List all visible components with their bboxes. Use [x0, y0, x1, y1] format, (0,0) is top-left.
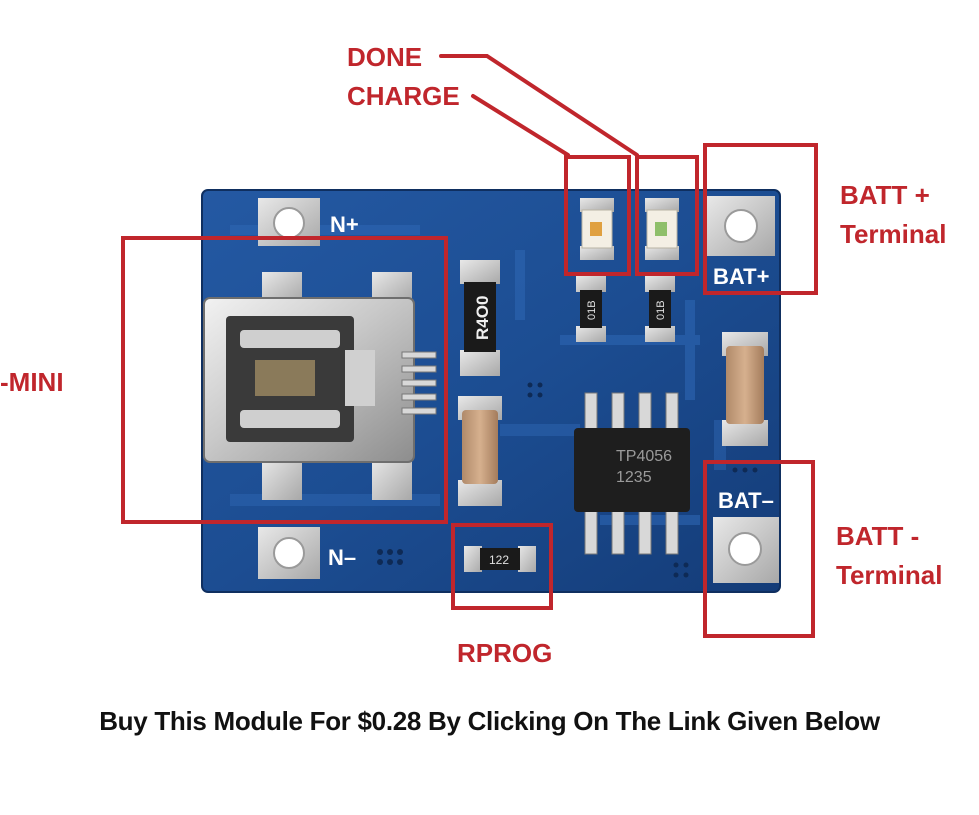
box-rprog: [451, 523, 553, 610]
label-mini: -MINI: [0, 367, 64, 397]
label-done: DONE: [347, 42, 423, 72]
led-charge: [645, 198, 679, 260]
led-done: [580, 198, 614, 260]
led-resistor-1-code: 01B: [586, 300, 598, 320]
silkscreen-bat-minus: BAT–: [718, 488, 774, 513]
label-batt-minus-line2: Terminal: [836, 560, 943, 590]
annotation-leaders: [439, 54, 639, 157]
rprog-code: 122: [489, 553, 509, 567]
resistor-code: R4O0: [473, 296, 492, 340]
input-capacitor: [458, 396, 502, 506]
rprog-resistor: 122: [464, 546, 536, 572]
box-mini-usb: [121, 236, 448, 524]
led-resistor-1: 01B: [576, 276, 606, 342]
label-charge: CHARGE: [347, 81, 460, 111]
label-batt-minus: BATT - Terminal: [836, 517, 942, 595]
chip-marking-model: TP4056: [616, 448, 672, 465]
via-dots: [377, 382, 758, 578]
current-sense-resistor: R4O0: [460, 260, 500, 376]
label-batt-plus-line2: Terminal: [840, 219, 947, 249]
battery-plus-pad: [707, 196, 775, 256]
output-capacitor: [722, 332, 768, 446]
buy-caption: Buy This Module For $0.28 By Clicking On…: [99, 706, 880, 736]
label-batt-plus: BATT + Terminal: [840, 176, 946, 254]
leader-done: [439, 54, 639, 157]
mini-usb-connector: [203, 272, 437, 500]
led-resistor-2-code: 01B: [655, 300, 667, 320]
box-led-done: [564, 155, 631, 276]
box-batt-minus: [703, 460, 815, 638]
usb-pins: [401, 351, 437, 415]
battery-minus-pad: [713, 517, 779, 583]
label-rprog: RPROG: [457, 638, 553, 668]
mounting-pad-n-minus: [258, 527, 320, 579]
silkscreen-n-plus: N+: [330, 212, 359, 237]
box-led-charge: [635, 155, 699, 276]
silkscreen-bat-plus: BAT+: [713, 264, 769, 289]
leader-charge: [471, 94, 570, 157]
label-batt-plus-line1: BATT +: [840, 180, 930, 210]
tp4056-chip: TP4056 1235: [574, 392, 690, 555]
silkscreen-n-minus: N–: [328, 545, 356, 570]
led-resistor-2: 01B: [645, 276, 675, 342]
chip-marking-date: 1235: [616, 469, 652, 486]
label-batt-minus-line1: BATT -: [836, 521, 920, 551]
annotation-boxes: [121, 143, 818, 638]
box-batt-plus: [703, 143, 818, 295]
